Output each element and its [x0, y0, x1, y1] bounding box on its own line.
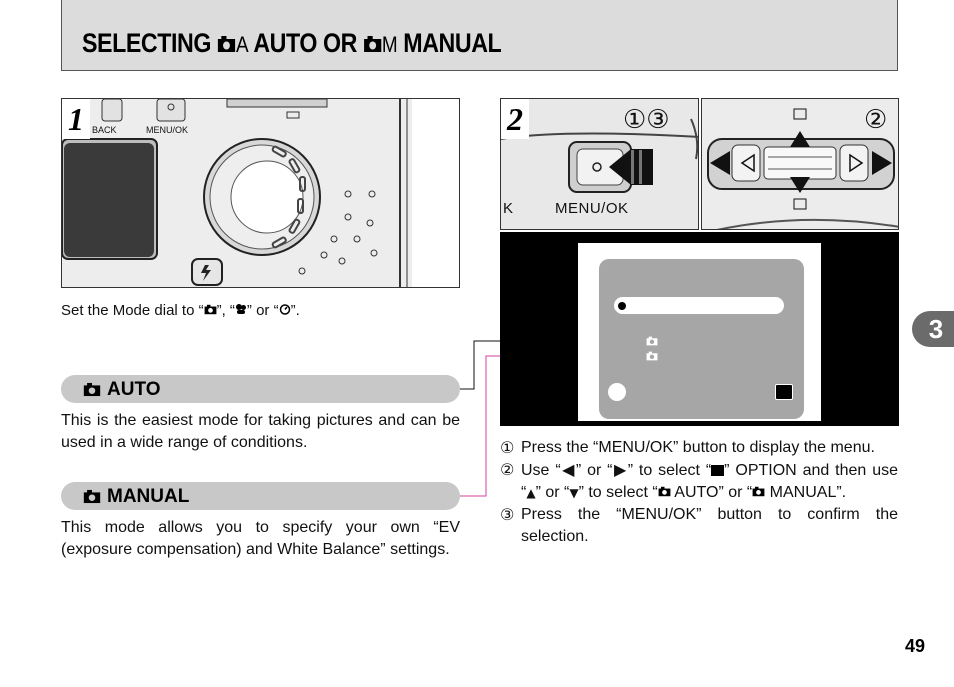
title-mode-a: A — [235, 32, 249, 57]
up-arrow-icon: ▲ — [526, 486, 536, 500]
instruction-text: Press the “MENU/OK” button to display th… — [521, 439, 875, 456]
flash-icon — [201, 265, 211, 281]
camera-icon — [83, 382, 101, 397]
title-part3: MANUAL — [403, 28, 502, 58]
set-icon — [775, 384, 793, 400]
instruction-text: Use “ — [521, 462, 561, 479]
camera-icon — [658, 486, 671, 497]
menu-button-illustration — [501, 99, 698, 229]
menu-highlight-row — [614, 297, 784, 314]
instruction-1: ① Press the “MENU/OK” button to display … — [500, 437, 898, 459]
up-arrow-icon — [790, 131, 810, 147]
step2-photo-menu-button: 2 ①③ K MENU/OK — [500, 98, 699, 230]
camera-icon — [363, 36, 382, 52]
instruction-number: ① — [500, 438, 515, 457]
camera-icon — [217, 36, 236, 52]
step2-photo-dpad: ② — [701, 98, 899, 230]
menu-row-marker — [618, 302, 626, 310]
menu-box — [599, 259, 804, 419]
chapter-tab: 3 — [912, 311, 954, 347]
down-arrow-icon — [790, 177, 810, 193]
instruction-text: ” OPTION and then use “ — [521, 462, 898, 501]
menu-ok-button-label: MENU/OK — [146, 125, 189, 135]
title-mode-m: M — [381, 32, 398, 57]
caption-part: ”, “ — [216, 302, 235, 319]
instruction-text: Press the “MENU/OK” button to confirm th… — [521, 506, 898, 545]
k-label: K — [503, 200, 514, 217]
camera-icon — [204, 304, 217, 315]
instruction-text: ” or “ — [535, 484, 570, 501]
instruction-text: ” to select “ — [578, 484, 658, 501]
camera-icon — [83, 489, 101, 504]
auto-heading: AUTO — [107, 379, 161, 400]
auto-section-header: AUTO — [61, 375, 460, 403]
title-bar: SELECTING A AUTO OR M MANUAL — [61, 0, 898, 71]
instruction-text: AUTO” or “ — [670, 484, 753, 501]
portrait-icon — [235, 304, 246, 314]
caption-part: Set the Mode dial to “ — [61, 302, 204, 319]
step2-instructions: ① Press the “MENU/OK” button to display … — [500, 437, 898, 548]
page-title: SELECTING A AUTO OR M MANUAL — [82, 28, 502, 59]
step1-number: 1 — [62, 99, 90, 139]
instruction-3: ③ Press the “MENU/OK” button to confirm … — [500, 504, 898, 548]
dpad-illustration — [702, 99, 898, 229]
step2-number: 2 — [501, 99, 529, 139]
title-part1: SELECTING — [82, 28, 212, 58]
manual-heading: MANUAL — [107, 486, 190, 507]
step-marker-1-3: ①③ — [623, 105, 670, 135]
camera-back-illustration — [62, 99, 459, 287]
step1-caption: Set the Mode dial to “ ”, “ ” or “ ”. — [61, 301, 300, 320]
instruction-number: ② — [500, 460, 515, 479]
auto-description: This is the easiest mode for taking pict… — [61, 412, 460, 451]
title-part2: AUTO OR — [253, 28, 357, 58]
lcd-screen-panel — [500, 232, 899, 426]
set-icon — [711, 465, 725, 476]
caption-part: ”. — [290, 302, 300, 319]
camera-icon — [646, 351, 658, 361]
camera-icon — [646, 336, 658, 346]
camera-icon — [752, 486, 765, 497]
back-button-label: BACK — [92, 125, 117, 135]
instruction-text: ” or “ — [575, 462, 613, 479]
self-timer-icon — [279, 304, 290, 315]
instruction-2: ② Use “◀” or “▶” to select “” OPTION and… — [500, 459, 898, 504]
left-arrow-icon — [710, 151, 730, 175]
manual-section-header: MANUAL — [61, 482, 460, 510]
menu-ok-label: MENU/OK — [555, 200, 629, 217]
manual-description: This mode allows you to specify your own… — [61, 519, 460, 558]
step1-photo: 1 BACK MENU/OK — [61, 98, 460, 288]
page-number: 49 — [905, 636, 926, 656]
right-arrow-icon — [872, 151, 892, 175]
caption-part: ” or “ — [246, 302, 279, 319]
step-marker-2: ② — [864, 105, 888, 135]
instruction-text: ” to select “ — [627, 462, 712, 479]
down-arrow-icon: ▼ — [569, 486, 579, 500]
instruction-number: ③ — [500, 505, 515, 524]
right-arrow-icon: ▶ — [612, 460, 628, 479]
menu-back-icon — [608, 383, 626, 401]
left-arrow-icon: ◀ — [560, 460, 576, 479]
instruction-text: MANUAL”. — [765, 484, 847, 501]
